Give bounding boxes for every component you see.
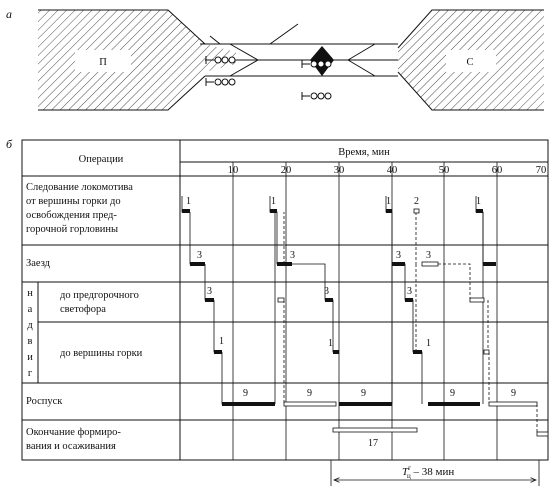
bar — [182, 209, 190, 213]
left-yard-outline — [38, 9, 206, 111]
bar-label: 9 — [243, 388, 248, 399]
bar — [469, 297, 485, 303]
nadvig-letter: а — [28, 304, 33, 315]
bar-label: 1 — [219, 336, 224, 347]
bar-labels: 1 1 1 2 1 3 3 3 3 3 3 3 1 1 1 9 9 9 9 9 … — [186, 196, 516, 449]
cycle-label-value: – 38 мин — [411, 466, 455, 478]
row-label-line: Окончание формиро- — [26, 427, 121, 438]
bar-label: 17 — [368, 438, 378, 449]
bar-label: 9 — [450, 388, 455, 399]
nadvig-letter: н — [27, 288, 33, 299]
tick-label: 40 — [387, 165, 398, 176]
bar-label: 1 — [328, 338, 333, 349]
row-label-line: от вершины горки до — [26, 196, 121, 207]
bar — [222, 402, 275, 406]
bar — [190, 262, 205, 266]
bar — [277, 297, 285, 303]
bar — [325, 298, 333, 302]
bar-label: 1 — [271, 196, 276, 207]
row-label-line: до вершины горки — [60, 348, 143, 359]
dashed-connectors — [283, 212, 538, 434]
bar-label: 1 — [476, 196, 481, 207]
bar — [386, 209, 392, 213]
bar-label: 3 — [407, 286, 412, 297]
cycle-label-sub: ц — [407, 472, 411, 480]
nadvig-letter: в — [28, 336, 33, 347]
bar — [413, 350, 422, 354]
bar — [333, 350, 339, 354]
bar — [332, 427, 418, 433]
row-label-line: до предгорочного — [60, 290, 139, 301]
bar-label: 1 — [426, 338, 431, 349]
tick-label: 30 — [334, 165, 345, 176]
nadvig-letter: д — [27, 320, 33, 331]
locomotive-icon — [205, 56, 236, 64]
schedule-table — [21, 139, 549, 461]
right-yard-outline — [397, 9, 544, 111]
gantt-bars — [182, 208, 549, 437]
bar — [283, 401, 337, 407]
tick-label: 10 — [228, 165, 239, 176]
tick-label: 50 — [439, 165, 450, 176]
tick-label: 60 — [492, 165, 503, 176]
bar-label: 3 — [324, 286, 329, 297]
bar-label: 2 — [414, 196, 419, 207]
col-operations-header: Операции — [79, 154, 124, 165]
nadvig-letter: г — [28, 368, 33, 379]
bar — [483, 349, 490, 355]
row-label-line: освобождения пред- — [26, 210, 117, 221]
time-ticks: 10 20 30 40 50 60 70 — [228, 165, 547, 176]
track-schema: П С — [38, 9, 544, 111]
bar-label: 1 — [186, 196, 191, 207]
section-label-b: б — [6, 137, 13, 151]
row-label-line: вания и осаживания — [26, 441, 116, 452]
left-yard-label: П — [99, 57, 107, 68]
locomotive-icon — [301, 60, 332, 68]
bar — [476, 209, 483, 213]
bar-label: 3 — [396, 250, 401, 261]
nadvig-letter: и — [27, 352, 33, 363]
row-label-line: светофора — [60, 304, 106, 315]
bar-label: 9 — [307, 388, 312, 399]
bar — [270, 209, 277, 213]
right-yard-label: С — [466, 57, 473, 68]
bar — [214, 350, 222, 354]
row-label-line: Заезд — [26, 258, 51, 269]
locomotive-icon — [205, 78, 236, 86]
left-yard-hatch — [38, 10, 236, 110]
bar-label: 3 — [197, 250, 202, 261]
cycle-label-main: T — [402, 466, 409, 478]
bar-label: 9 — [361, 388, 366, 399]
bar — [428, 402, 480, 406]
bar — [392, 262, 405, 266]
section-label-a: а — [6, 7, 12, 21]
bar — [413, 208, 420, 214]
bar — [421, 261, 439, 267]
bar — [536, 431, 549, 437]
bar-label: 3 — [207, 286, 212, 297]
row-label-line: горочной горловины — [26, 224, 118, 235]
bar — [405, 298, 413, 302]
bar-label: 9 — [511, 388, 516, 399]
bar — [483, 262, 496, 266]
bar — [205, 298, 214, 302]
tick-label: 20 — [281, 165, 292, 176]
row-label-line: Следование локомотива — [26, 182, 133, 193]
bar — [277, 262, 292, 266]
bar — [488, 401, 538, 407]
row-label-line: Роспуск — [26, 396, 63, 407]
row-labels: Следование локомотива от вершины горки д… — [26, 182, 143, 452]
tick-label: 70 — [536, 165, 547, 176]
bar-label: 3 — [426, 250, 431, 261]
bar-label: 1 — [386, 196, 391, 207]
bar — [339, 402, 392, 406]
bar-label: 3 — [290, 250, 295, 261]
locomotive-icon — [301, 92, 332, 100]
hump-top-icon — [310, 46, 334, 60]
col-time-header: Время, мин — [338, 147, 390, 158]
cycle-label-sup: г — [408, 464, 411, 472]
